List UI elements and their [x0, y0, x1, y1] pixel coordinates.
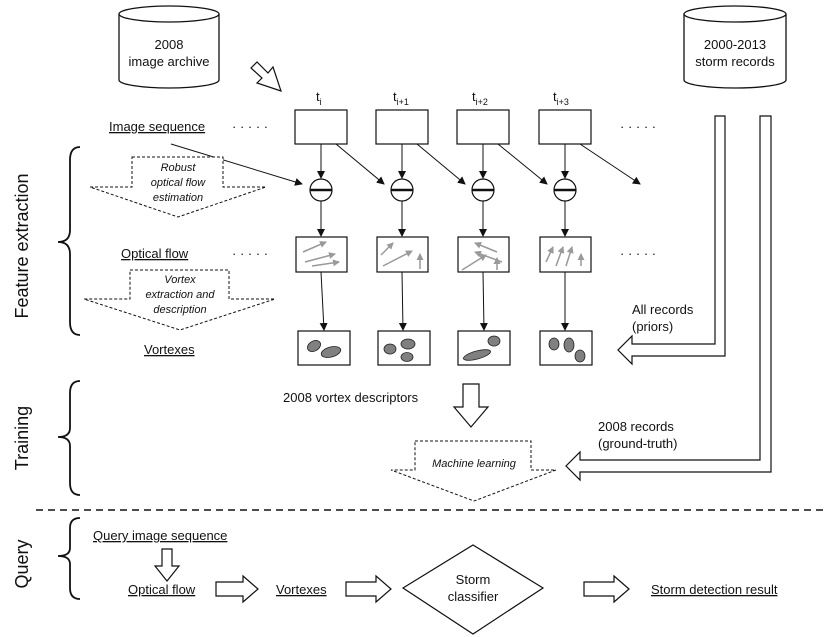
archive-to-sequence-arrow [250, 61, 282, 92]
time-label-3: ti+3 [553, 89, 569, 107]
image-frame-1 [375, 109, 429, 145]
flow-estimation-text-1: Robust [161, 162, 197, 174]
storm-label-2: storm records [695, 54, 775, 69]
all-records-text-1: All records [632, 302, 694, 317]
training-brace [57, 380, 81, 496]
comparator-1 [390, 178, 414, 202]
query-down-arrow [153, 548, 181, 582]
svg-text:ti+2: ti+2 [472, 89, 488, 107]
feature-section-label: Feature extraction [12, 173, 32, 318]
flow-dots-left: · · · · · [232, 246, 268, 261]
archive-cylinder: 2008 image archive [118, 5, 220, 89]
sequence-dots-right: · · · · · [620, 119, 656, 134]
diag-arrow-1 [335, 143, 385, 185]
diag-arrow-0 [170, 143, 303, 186]
query-vortexes-label: Vortexes [276, 582, 327, 597]
flow-estimation-text-3: estimation [153, 192, 203, 204]
optical-flow-label: Optical flow [121, 246, 189, 261]
vortex-box-2 [457, 330, 511, 366]
detection-result-label: Storm detection result [651, 582, 778, 597]
storm-classifier: Storm classifier [401, 544, 545, 635]
archive-label-1: 2008 [155, 37, 184, 52]
vortex-box-1 [377, 330, 431, 366]
image-sequence-label: Image sequence [109, 119, 205, 134]
records-2008-text-2: (ground-truth) [598, 436, 677, 451]
flow-box-1 [376, 236, 429, 273]
all-records-arrow [617, 115, 726, 366]
query-sequence-label: Query image sequence [93, 528, 227, 543]
storm-records-cylinder: 2000-2013 storm records [683, 5, 787, 89]
image-frame-0 [294, 109, 348, 145]
query-arrow-3 [583, 574, 630, 604]
query-brace [57, 517, 81, 600]
records-2008-arrow [565, 115, 772, 482]
comparator-3 [553, 178, 577, 202]
vortex-extraction-process: Vortex extraction and description [83, 269, 276, 331]
machine-learning-text: Machine learning [432, 458, 517, 470]
classifier-label-2: classifier [448, 589, 499, 604]
vortex-extraction-text-3: description [153, 304, 206, 316]
archive-label-2: image archive [129, 54, 210, 69]
image-frame-2 [456, 109, 510, 145]
comparator-2 [471, 178, 495, 202]
query-section-label: Query [12, 539, 32, 588]
flow-box-0 [295, 236, 348, 273]
time-label-1: ti+1 [393, 89, 409, 107]
vortex-box-0 [297, 330, 351, 366]
vortex-box-3 [539, 330, 593, 366]
vortex-extraction-text-1: Vortex [164, 274, 196, 286]
all-records-text-2: (priors) [632, 319, 673, 334]
descriptors-down-arrow [452, 383, 490, 428]
vert-arrow-c0 [319, 271, 328, 331]
vortex-extraction-text-2: extraction and [145, 289, 215, 301]
flow-dots-right: · · · · · [620, 246, 656, 261]
flow-estimation-text-2: optical flow [151, 177, 206, 189]
feature-brace [57, 146, 81, 336]
vert-arrow-c1 [398, 271, 407, 331]
vert-arrow-c2 [479, 271, 488, 331]
diag-arrow-2 [416, 143, 466, 185]
query-arrow-1 [215, 574, 259, 604]
comparator-0 [309, 178, 333, 202]
sequence-dots-left: · · · · · [232, 119, 268, 134]
records-2008-text-1: 2008 records [598, 419, 674, 434]
query-flow-label: Optical flow [128, 582, 196, 597]
query-arrow-2 [345, 574, 392, 604]
time-label-2: ti+2 [472, 89, 488, 107]
vortexes-label: Vortexes [144, 342, 195, 357]
machine-learning-process: Machine learning [390, 440, 557, 502]
flow-box-3 [539, 236, 592, 273]
diag-arrow-4 [579, 143, 641, 185]
flow-estimation-process: Robust optical flow estimation [89, 156, 267, 218]
diag-arrow-3 [497, 143, 548, 185]
time-label-0: ti [316, 89, 322, 107]
vortex-descriptors-label: 2008 vortex descriptors [283, 390, 419, 405]
classifier-label-1: Storm [456, 572, 491, 587]
svg-text:ti: ti [316, 89, 322, 107]
flow-box-2 [457, 236, 510, 273]
storm-label-1: 2000-2013 [704, 37, 766, 52]
training-section-label: Training [12, 406, 32, 470]
svg-text:ti+1: ti+1 [393, 89, 409, 107]
svg-text:ti+3: ti+3 [553, 89, 569, 107]
image-frame-3 [538, 109, 592, 145]
